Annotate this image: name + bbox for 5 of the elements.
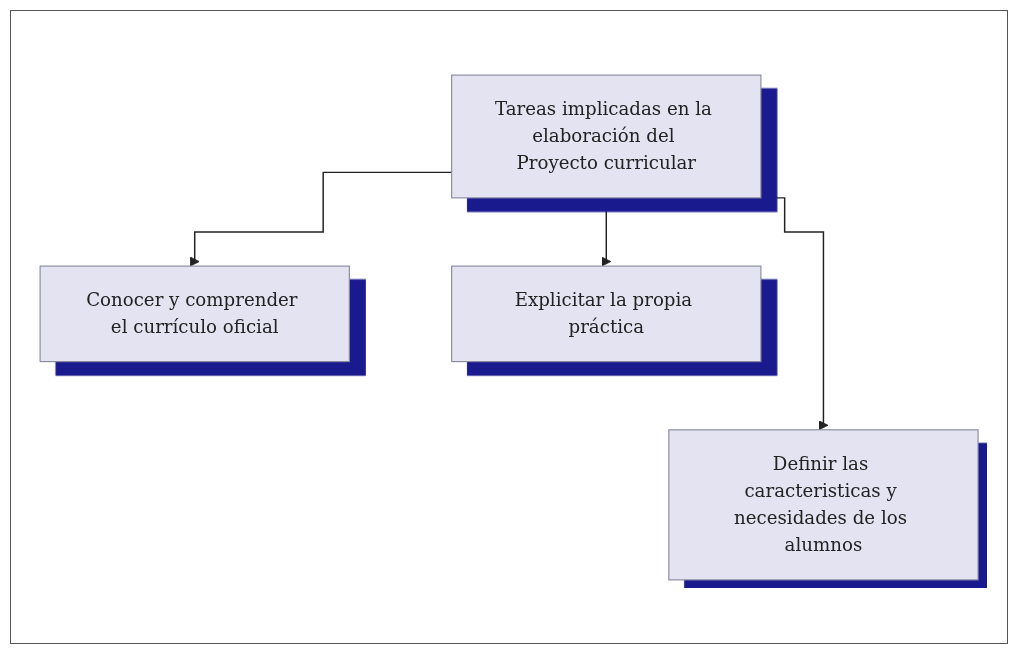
node-box: Explicitar la propia práctica bbox=[451, 265, 762, 362]
arrow bbox=[601, 196, 612, 267]
node-box: Definir las caracteristicas y necesidades de los alumnos bbox=[668, 428, 979, 580]
node-box: Conocer y comprender el currículo oficial bbox=[39, 265, 350, 362]
node-box: Tareas implicadas en la elaboración del Proyecto curricular bbox=[451, 74, 762, 198]
